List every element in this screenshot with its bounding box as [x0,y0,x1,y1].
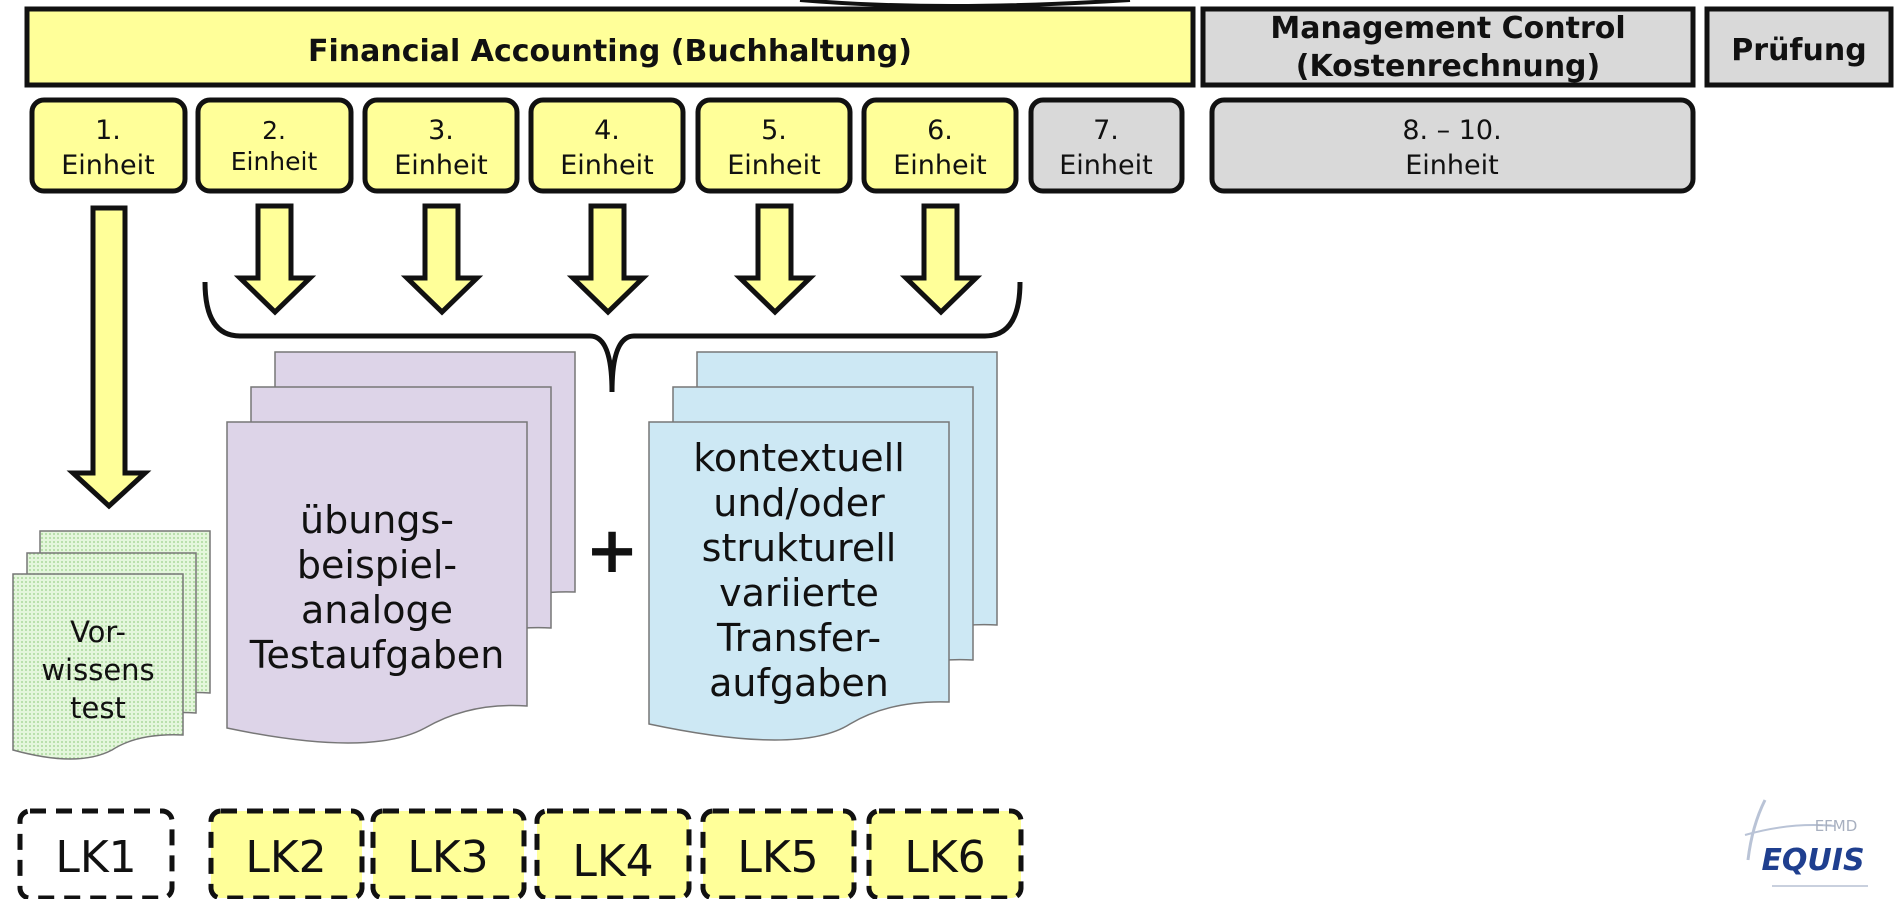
vorwissen-line-1: Vor- [70,615,126,649]
unit-box-2: 2. Einheit [195,97,354,194]
unit-6-number: 6. [927,115,953,146]
unit-2-label: Einheit [231,147,318,176]
arrow-down-3 [400,203,484,316]
unit-7-number: 7. [1093,115,1119,146]
lk-label-1: LK1 [55,832,136,883]
vorwissen-line-2: wissens [41,653,154,687]
lk-box-6: LK6 [866,808,1024,899]
transfer-line-4: variierte [719,571,879,615]
unit-5-number: 5. [761,115,787,146]
vorwissen-line-3: test [70,691,126,725]
unit-box-1: 1. Einheit [29,97,188,194]
unit-6-label: Einheit [893,150,987,181]
unit-box-3: 3. Einheit [362,97,520,194]
uebung-document-stack: übungs- beispiel- analoge Testaufgaben [226,351,576,744]
lk-box-3: LK3 [370,808,527,899]
arrow-down-6 [899,203,983,316]
transfer-line-2: und/oder [713,481,885,525]
financial-accounting-header [24,6,1196,88]
curly-brace [202,281,1023,393]
transfer-line-6: aufgaben [709,661,889,705]
transfer-document-stack: kontextuell und/oder strukturell variier… [648,351,998,741]
lk-box-1: LK1 [17,808,175,899]
lk-label-3: LK3 [407,832,488,883]
arrow-down-2 [233,203,317,316]
lk-label-5: LK5 [737,832,818,883]
unit-3-label: Einheit [394,150,488,181]
uebung-line-2: beispiel- [297,543,457,587]
management-control-title: Management Control [1270,11,1625,46]
unit-5-label: Einheit [727,150,821,181]
lk-box-4: LK4 [534,808,692,899]
unit-box-7: 7. Einheit [1028,97,1185,194]
lk-label-2: LK2 [245,832,326,883]
pruefung-header [1704,6,1894,88]
arrow-down-5 [733,203,817,316]
unit-box-5: 5. Einheit [695,97,853,194]
logo-equis-text: EQUIS [1761,843,1864,878]
unit-1-number: 1. [95,115,121,146]
management-control-header [1200,6,1696,88]
arrow-down-long [66,205,152,510]
logo-efmd-text: EFMD [1815,817,1858,835]
unit-7-label: Einheit [1059,150,1153,181]
unit-box-8-10: 8. – 10. Einheit [1209,97,1696,194]
unit-3-number: 3. [428,115,454,146]
plus-sign: + [585,514,639,588]
transfer-line-3: strukturell [702,526,897,570]
uebung-line-3: analoge [301,588,453,632]
pruefung-title: Prüfung [1731,33,1866,68]
unit-box-6: 6. Einheit [861,97,1019,194]
lk-label-4: LK4 [572,836,653,887]
vorwissen-document-stack: Vor- wissens test [12,530,211,760]
management-control-subtitle: (Kostenrechnung) [1296,49,1600,84]
unit-box-4: 4. Einheit [528,97,686,194]
lk-box-2: LK2 [208,808,365,899]
unit-4-label: Einheit [560,150,654,181]
transfer-line-1: kontextuell [693,436,905,480]
financial-accounting-title: Financial Accounting (Buchhaltung) [308,34,912,69]
uebung-line-1: übungs- [300,498,454,542]
lk-box-5: LK5 [700,808,857,899]
lk-label-6: LK6 [904,832,985,883]
unit-4-number: 4. [594,115,620,146]
unit-1-label: Einheit [61,150,155,181]
uebung-line-4: Testaufgaben [249,633,505,677]
unit-2-number: 2. [262,116,286,145]
top-decoration [799,0,1131,8]
unit-8-10-number: 8. – 10. [1402,115,1501,146]
unit-8-10-label: Einheit [1405,150,1499,181]
transfer-line-5: Transfer- [716,616,881,660]
equis-logo: EFMD EQUIS [1744,799,1868,887]
arrow-down-4 [566,203,650,316]
